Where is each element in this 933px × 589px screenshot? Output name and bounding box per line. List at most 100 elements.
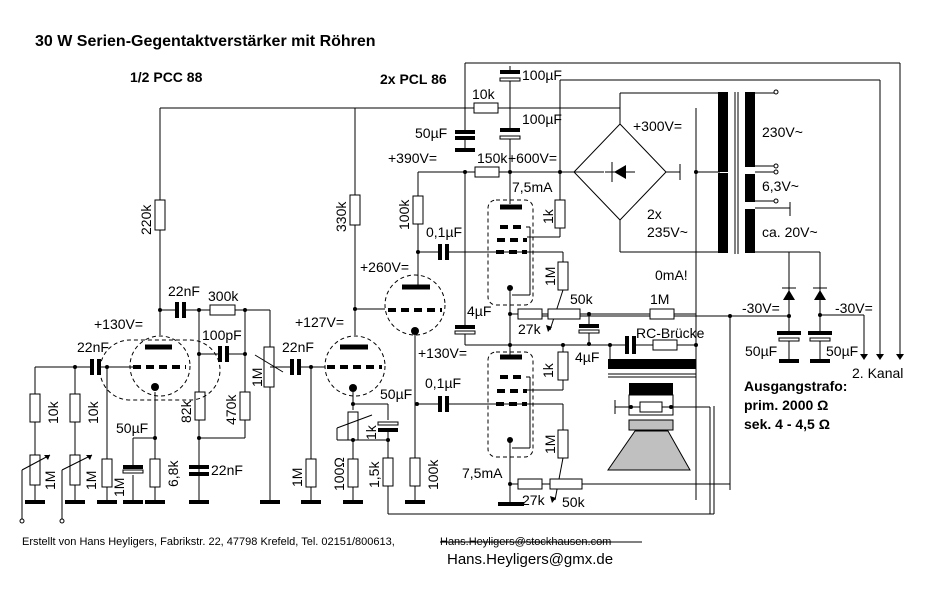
label-1k-cathode: 1k xyxy=(363,424,379,440)
voltage-300: +300V= xyxy=(633,118,682,134)
voltage-neg30-b: -30V= xyxy=(835,300,873,316)
resistor-100k-top xyxy=(412,195,424,225)
voltage-260: +260V= xyxy=(360,259,409,275)
output-transformer-heading: Ausgangstrafo: xyxy=(744,378,847,394)
label-50uF-cathode2: 50µF xyxy=(380,386,412,402)
tube-pcc88-stage2 xyxy=(324,335,386,397)
power-tube-label: 2x PCL 86 xyxy=(380,71,447,87)
voltage-390: +390V= xyxy=(388,150,437,166)
pot-50k-lower xyxy=(549,478,583,490)
tube-pcc88-stage1 xyxy=(99,335,221,401)
resistor-10k-input2 xyxy=(69,393,81,423)
current-zero: 0mA! xyxy=(655,267,688,283)
resistor-1M-feedback xyxy=(649,308,675,320)
label-1-5k: 1,5k xyxy=(366,461,382,488)
resistor-rc-bridge xyxy=(652,339,678,351)
footer-credit: Erstellt von Hans Heyligers, Fabrikstr. … xyxy=(22,536,395,548)
mains-transformer xyxy=(718,89,820,254)
voltage-600: +600V= xyxy=(508,150,557,166)
label-6-8k: 6,8k xyxy=(165,460,181,487)
current-upper: 7,5mA xyxy=(512,179,553,195)
label-50uF-cathode1: 50µF xyxy=(116,420,148,436)
label-22nF-tone: 22nF xyxy=(211,462,243,478)
resistor-300k xyxy=(209,304,236,316)
label-100-ohm: 100Ω xyxy=(331,457,347,491)
label-2x: 2x xyxy=(647,206,662,222)
label-1M-grid1: 1M xyxy=(111,478,127,497)
pot-1M-input1 xyxy=(29,454,41,486)
cap-100uF-b xyxy=(499,135,521,140)
resistor-470k xyxy=(239,391,251,421)
bridge-rectifier xyxy=(573,123,718,253)
resistor-10k-input1 xyxy=(29,393,41,423)
label-0-1uF-upper: 0,1µF xyxy=(426,224,462,240)
tube-driver xyxy=(384,274,446,336)
label-10k-input2: 10k xyxy=(85,400,101,424)
output-transformer xyxy=(608,359,696,378)
label-230V: 230V~ xyxy=(762,124,803,140)
label-rc-bridge: RC-Brücke xyxy=(636,325,705,341)
resistor-1M-upper xyxy=(557,261,569,291)
current-lower: 7,5mA xyxy=(462,465,503,481)
pot-1M-input2 xyxy=(69,454,81,486)
label-220k: 220k xyxy=(138,204,154,235)
output-transformer-primary: prim. 2000 Ω xyxy=(744,397,828,413)
bias-supply xyxy=(540,252,904,490)
label-235V: 235V~ xyxy=(647,224,688,240)
label-100k-grid: 100k xyxy=(425,459,441,490)
label-50k-lower: 50k xyxy=(562,494,586,510)
label-10k-supply: 10k xyxy=(472,86,496,102)
resistor-10k-supply xyxy=(473,102,499,114)
resistor-1M-grid2 xyxy=(305,458,317,488)
label-1M-grid2: 1M xyxy=(289,468,305,487)
label-300k: 300k xyxy=(208,288,239,304)
resistor-1-5k xyxy=(382,457,394,487)
label-1k-upper: 1k xyxy=(540,208,556,224)
pot-50k-upper xyxy=(547,308,581,320)
cap-100uF-a xyxy=(499,77,521,82)
label-27k-upper: 27k xyxy=(518,321,542,337)
label-100pF: 100pF xyxy=(202,327,242,343)
label-20V: ca. 20V~ xyxy=(762,224,818,240)
resistor-150k xyxy=(474,166,500,178)
resistor-1k-upper xyxy=(554,199,566,229)
label-1M-input2: 1M xyxy=(83,471,99,490)
label-22nF-coupling1: 22nF xyxy=(168,283,200,299)
label-22nF-input: 22nF xyxy=(77,339,109,355)
footer-new-email[interactable]: Hans.Heyligers@gmx.de xyxy=(447,551,613,568)
loudspeaker-icon xyxy=(607,383,711,514)
label-1M-feedback: 1M xyxy=(650,291,669,307)
resistor-220k xyxy=(154,199,166,231)
label-6-3V: 6,3V~ xyxy=(762,178,799,194)
resistor-6-8k xyxy=(149,458,161,488)
label-50uF-neg-b: 50µF xyxy=(826,343,858,359)
voltage-130-first: +130V= xyxy=(94,316,143,332)
voltage-neg30-a: -30V= xyxy=(742,300,780,316)
label-100k-top: 100k xyxy=(396,199,412,230)
input2-terminal[interactable] xyxy=(59,518,65,524)
resistor-330k xyxy=(349,194,361,226)
second-channel-label: 2. Kanal xyxy=(852,365,903,381)
label-4uF-left: 4µF xyxy=(467,303,491,319)
label-150k: 150k xyxy=(477,150,508,166)
resistor-27k-lower xyxy=(517,478,543,490)
label-100uF-b: 100µF xyxy=(522,111,562,127)
resistor-1k-lower xyxy=(557,351,569,381)
label-1M-lower: 1M xyxy=(542,435,558,454)
label-330k: 330k xyxy=(333,201,349,232)
label-50uF-neg-a: 50µF xyxy=(745,343,777,359)
label-0-1uF-lower: 0,1µF xyxy=(425,375,461,391)
input1-terminal[interactable] xyxy=(19,518,25,524)
label-1M-tone: 1M xyxy=(249,368,265,387)
label-470k: 470k xyxy=(223,394,239,425)
pot-1k-cathode xyxy=(347,411,359,441)
label-27k-lower: 27k xyxy=(522,492,546,508)
schematic-title: 30 W Serien-Gegentaktverstärker mit Röhr… xyxy=(35,33,376,50)
supply-rail xyxy=(160,62,901,358)
label-10k-input1: 10k xyxy=(45,400,61,424)
preamp-tube-label: 1/2 PCC 88 xyxy=(130,69,203,85)
resistor-82k xyxy=(194,391,206,421)
label-1M-input1: 1M xyxy=(42,471,58,490)
resistor-100-ohm xyxy=(347,458,359,488)
